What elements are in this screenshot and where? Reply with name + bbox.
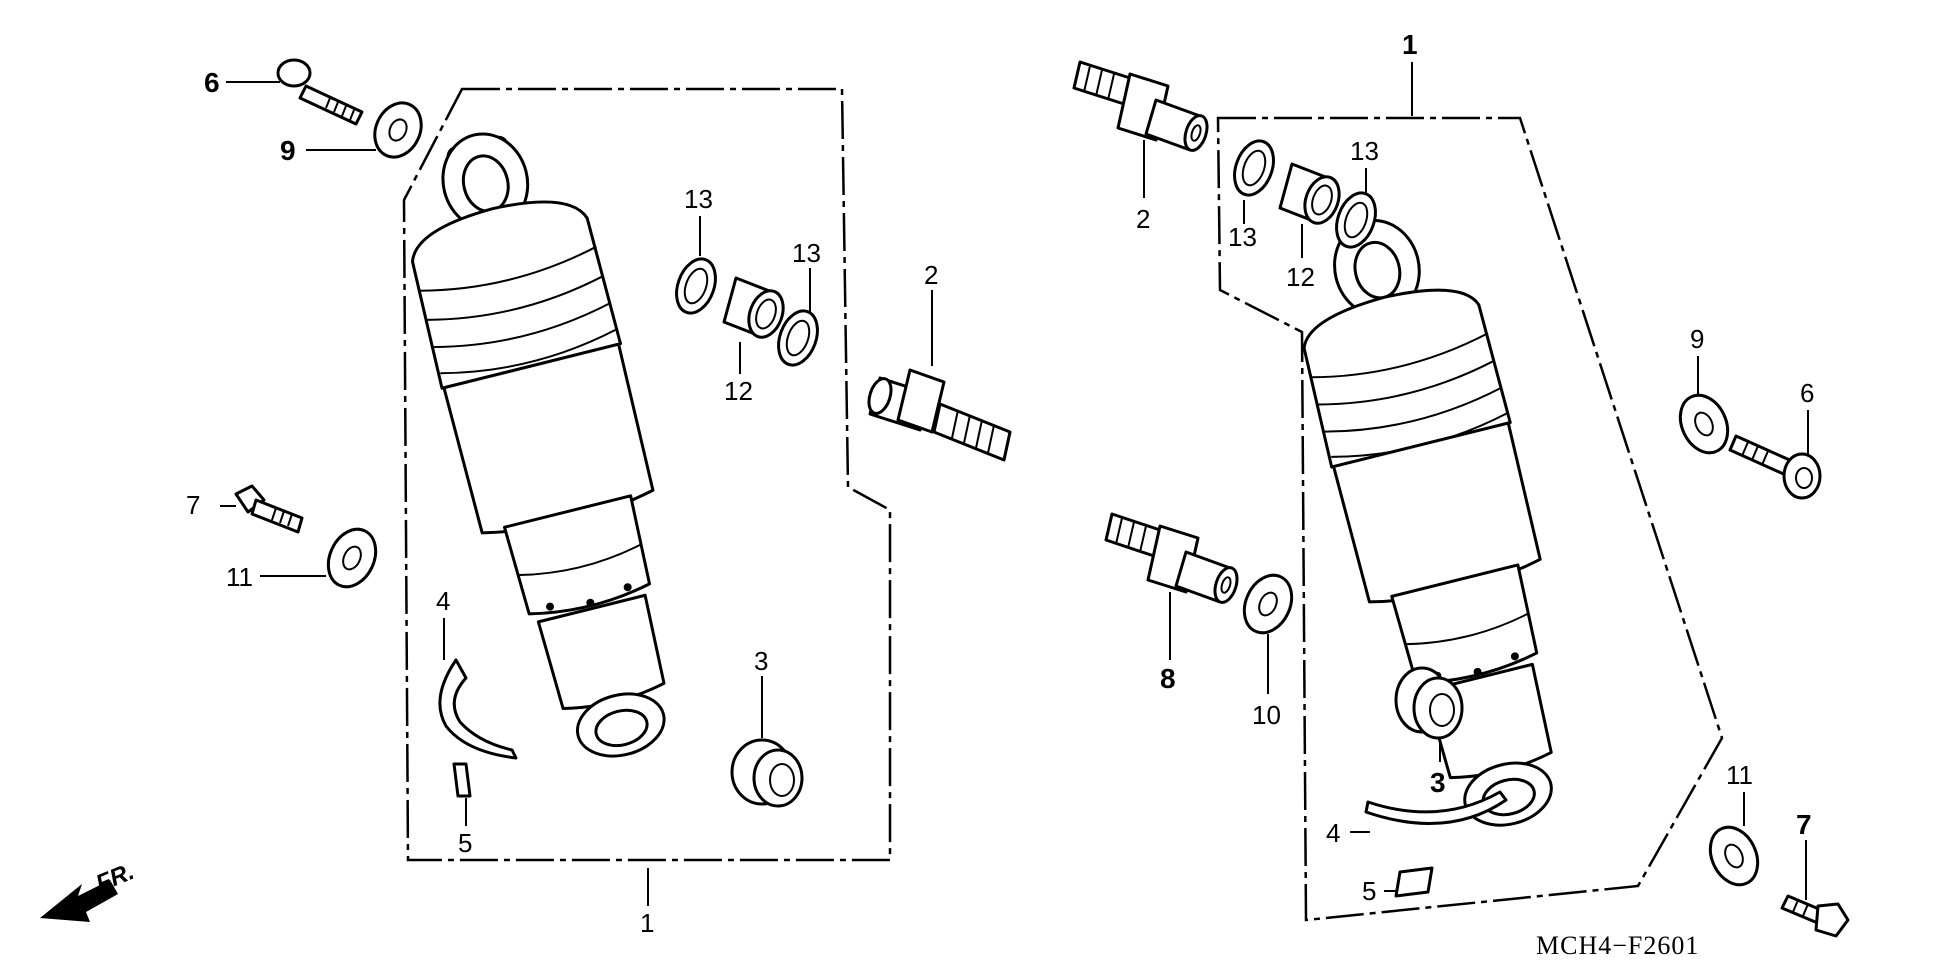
left-seal-13b xyxy=(777,309,819,367)
left-bushing-3 xyxy=(730,738,804,808)
label-right-9: 9 xyxy=(1690,324,1704,354)
left-assembly xyxy=(220,58,1012,906)
label-right-3: 3 xyxy=(1430,767,1446,798)
right-stud-2 xyxy=(1072,60,1209,152)
front-direction-indicator: FR. xyxy=(40,858,138,922)
label-right-5: 5 xyxy=(1362,876,1376,906)
label-right-7: 7 xyxy=(1796,809,1812,840)
label-right-13a: 13 xyxy=(1228,222,1257,252)
label-left-6: 6 xyxy=(204,67,220,98)
label-left-5: 5 xyxy=(458,828,472,858)
left-washer-11 xyxy=(326,527,378,589)
part-labels: 6 9 7 11 13 13 12 2 3 4 5 1 1 2 13 12 13… xyxy=(186,29,1814,938)
label-right-1: 1 xyxy=(1402,29,1418,60)
left-seal-13a xyxy=(675,257,717,315)
right-label-5 xyxy=(1394,866,1434,898)
label-left-2: 2 xyxy=(924,260,938,290)
front-direction-label: FR. xyxy=(92,858,138,898)
right-washer-9 xyxy=(1678,393,1730,455)
label-right-11: 11 xyxy=(1726,760,1753,790)
label-right-4: 4 xyxy=(1326,818,1340,848)
diagram-code: MCH4−F2601 xyxy=(1536,931,1699,960)
left-bolt-6 xyxy=(276,58,364,126)
left-shock-absorber xyxy=(410,132,666,758)
front-arrow-icon xyxy=(40,880,118,922)
right-bearing-12 xyxy=(1278,162,1341,225)
left-bearing-12 xyxy=(722,276,785,339)
label-right-2: 2 xyxy=(1136,204,1150,234)
label-left-12: 12 xyxy=(724,376,753,406)
label-right-12: 12 xyxy=(1286,262,1315,292)
right-bolt-7 xyxy=(1780,894,1850,938)
left-washer-9 xyxy=(373,101,423,159)
right-assembly xyxy=(1072,60,1850,938)
left-bolt-7 xyxy=(234,484,304,534)
right-bolt-6 xyxy=(1728,434,1822,500)
label-right-8: 8 xyxy=(1160,663,1176,694)
label-right-6: 6 xyxy=(1800,378,1814,408)
right-bushing-3 xyxy=(1394,666,1464,740)
label-left-4: 4 xyxy=(436,586,450,616)
left-band-4 xyxy=(438,658,518,760)
left-label-5 xyxy=(452,762,472,798)
label-left-3: 3 xyxy=(754,646,768,676)
label-left-9: 9 xyxy=(280,135,296,166)
right-washer-11 xyxy=(1708,825,1760,887)
label-right-13b: 13 xyxy=(1350,136,1379,166)
right-band-4 xyxy=(1364,790,1508,825)
label-right-10: 10 xyxy=(1252,700,1281,730)
label-left-13a: 13 xyxy=(684,184,713,214)
right-assembly-boundary xyxy=(1216,116,1724,922)
right-shock-absorber xyxy=(1302,219,1553,827)
left-stud-2 xyxy=(867,368,1012,462)
right-seal-13a xyxy=(1233,139,1275,197)
right-stud-8 xyxy=(1104,512,1239,604)
right-washer-10 xyxy=(1242,573,1294,635)
label-left-7: 7 xyxy=(186,490,200,520)
label-left-13b: 13 xyxy=(792,238,821,268)
label-left-11: 11 xyxy=(226,562,253,592)
left-assembly-boundary xyxy=(402,87,892,862)
label-left-1: 1 xyxy=(640,908,654,938)
